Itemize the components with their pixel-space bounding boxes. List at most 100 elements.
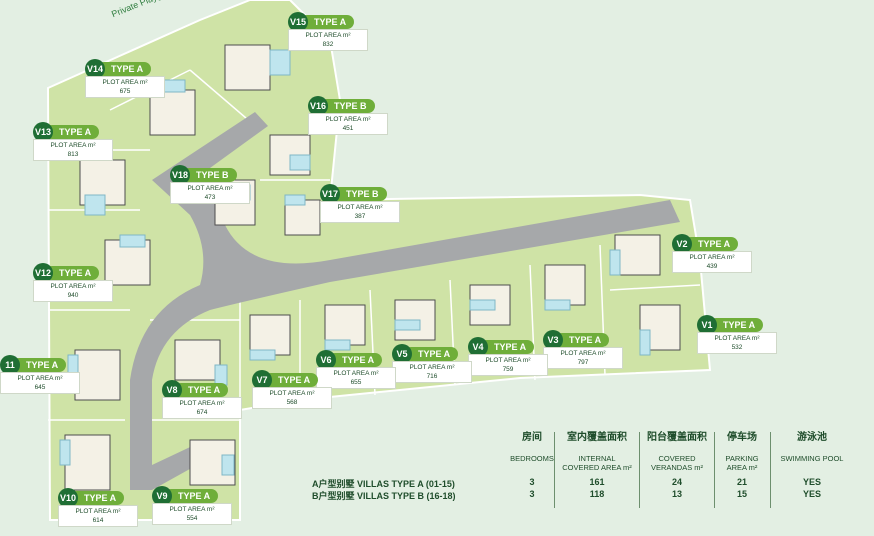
- villa-type-pill: TYPE A: [300, 15, 355, 29]
- plot-area-label: PLOT AREA m²: [50, 283, 96, 290]
- villa-id-badge: V13: [33, 122, 53, 142]
- plot-area-value: 568: [286, 399, 298, 406]
- villa-type-pill: TYPE A: [174, 383, 229, 397]
- summary-panel-background: [300, 420, 874, 536]
- plot-area-value: 473: [204, 194, 216, 201]
- table-divider: [770, 432, 771, 508]
- plot-area-label: PLOT AREA m²: [169, 506, 215, 513]
- plot-area-label: PLOT AREA m²: [75, 508, 121, 515]
- plot-area-label: PLOT AREA m²: [337, 204, 383, 211]
- plot-area-value: 940: [67, 292, 79, 299]
- plot-area-value: 813: [67, 151, 79, 158]
- villa-type-pill: TYPE A: [164, 489, 219, 503]
- villa-type-pill: TYPE B: [182, 168, 237, 182]
- type-a-verandas: 24: [671, 477, 682, 487]
- header-verandas: 阳台覆盖面积 COVERED VERANDAS m²: [647, 432, 707, 472]
- plot-area-value: 439: [706, 263, 718, 270]
- type-b-pool: YES: [802, 489, 821, 499]
- villa-type-pill: TYPE A: [328, 353, 383, 367]
- plot-area-box: PLOT AREA m² 614: [58, 505, 138, 527]
- header-pool: 游泳池 SWIMMING POOL: [780, 432, 844, 463]
- plot-area-label: PLOT AREA m²: [485, 357, 531, 364]
- plot-area-value: 614: [92, 517, 104, 524]
- villa-id-badge: V10: [58, 488, 78, 508]
- plot-area-value: 655: [350, 379, 362, 386]
- villa-type-pill: TYPE A: [70, 491, 125, 505]
- villa-type-pill: TYPE A: [709, 318, 764, 332]
- villa-type-pill: TYPE A: [480, 340, 535, 354]
- plot-area-value: 716: [426, 373, 438, 380]
- villa-id-badge: V4: [468, 337, 488, 357]
- plot-area-label: PLOT AREA m²: [689, 254, 735, 261]
- villa-id-badge: V17: [320, 184, 340, 204]
- villa-type-pill: TYPE B: [332, 187, 387, 201]
- villa-id-badge: V9: [152, 486, 172, 506]
- header-internal-area: 室内覆盖面积 INTERNAL COVERED AREA m²: [562, 432, 632, 472]
- type-b-bedrooms: 3: [529, 489, 535, 499]
- plot-area-box: PLOT AREA m² 568: [252, 387, 332, 409]
- plot-area-label: PLOT AREA m²: [179, 400, 225, 407]
- villa-type-pill: TYPE A: [555, 333, 610, 347]
- plot-area-label: PLOT AREA m²: [187, 185, 233, 192]
- table-divider: [639, 432, 640, 508]
- plot-area-label: PLOT AREA m²: [714, 335, 760, 342]
- plot-area-box: PLOT AREA m² 813: [33, 139, 113, 161]
- access-road: [130, 112, 680, 490]
- plot-area-value: 532: [731, 344, 743, 351]
- villa-id-badge: V2: [672, 234, 692, 254]
- plot-area-label: PLOT AREA m²: [269, 390, 315, 397]
- villa-id-badge: V14: [85, 59, 105, 79]
- villa-type-pill: TYPE A: [45, 125, 100, 139]
- villa-type-pill: TYPE A: [684, 237, 739, 251]
- header-bedrooms: 房间 BEDROOMS: [510, 432, 554, 463]
- plot-area-value: 645: [34, 384, 46, 391]
- plot-area-label: PLOT AREA m²: [305, 32, 351, 39]
- villa-id-badge: V18: [170, 165, 190, 185]
- plot-area-value: 759: [502, 366, 514, 373]
- type-a-internal-area: 161: [589, 477, 605, 487]
- villa-id-badge: V3: [543, 330, 563, 350]
- plot-area-value: 554: [186, 515, 198, 522]
- villa-id-badge: V6: [316, 350, 336, 370]
- villa-type-pill: TYPE A: [12, 358, 67, 372]
- type-b-verandas: 13: [671, 489, 682, 499]
- plot-area-label: PLOT AREA m²: [50, 142, 96, 149]
- row-label-type-a: A户型别墅 VILLAS TYPE A (01-15): [312, 479, 455, 489]
- table-divider: [714, 432, 715, 508]
- header-parking: 停车场 PARKING AREA m²: [725, 432, 759, 472]
- plot-area-value: 797: [577, 359, 589, 366]
- row-label-type-b: B户型别墅 VILLAS TYPE B (16-18): [312, 491, 456, 501]
- plot-area-value: 675: [119, 88, 131, 95]
- plot-area-box: PLOT AREA m² 473: [170, 182, 250, 204]
- plot-area-box: PLOT AREA m² 940: [33, 280, 113, 302]
- plot-area-box: PLOT AREA m² 554: [152, 503, 232, 525]
- plot-area-box: PLOT AREA m² 532: [697, 332, 777, 354]
- villa-id-badge: V12: [33, 263, 53, 283]
- type-a-pool: YES: [802, 477, 821, 487]
- villa-id-badge: V8: [162, 380, 182, 400]
- villa-summary-table: 房间 BEDROOMS 室内覆盖面积 INTERNAL COVERED AREA…: [312, 432, 852, 512]
